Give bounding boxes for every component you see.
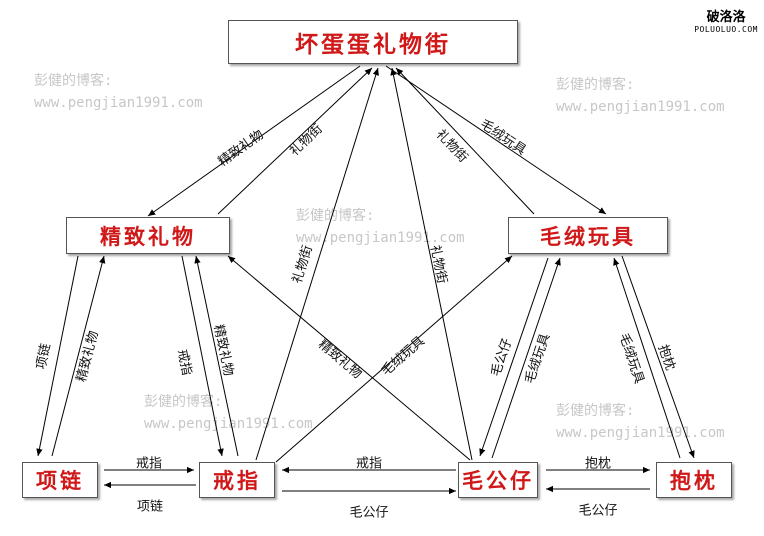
node-teddy[interactable]: 毛公仔: [458, 462, 538, 498]
edge-label: 戒指: [136, 456, 163, 472]
edge-arrow: [385, 65, 607, 215]
edge-arrow: [36, 255, 79, 457]
edge-arrow: [255, 67, 379, 461]
site-logo-name: 破洛洛: [706, 10, 746, 25]
watermark-url: www.pengjian1991.com: [556, 99, 725, 115]
watermark-url: www.pengjian1991.com: [296, 230, 465, 246]
edge-arrow: [275, 255, 513, 463]
watermark-url: www.pengjian1991.com: [556, 425, 725, 441]
watermark-title: 彭健的博客:: [144, 394, 223, 410]
edge-arrow: [227, 255, 471, 461]
watermark-title: 彭健的博客:: [296, 208, 375, 224]
edge-arrow: [217, 67, 373, 215]
edge-arrow: [390, 67, 473, 461]
watermark-url: www.pengjian1991.com: [34, 95, 203, 111]
watermark-center: 彭健的博客: www.pengjian1991.com: [296, 205, 465, 249]
watermark-title: 彭健的博客:: [556, 403, 635, 419]
edge-arrow: [491, 257, 561, 459]
site-logo-domain: POLUOLUO.COM: [694, 25, 758, 34]
edge-label: 抱枕: [585, 456, 612, 472]
watermark-title: 彭健的博客:: [34, 73, 113, 89]
edge-arrow: [621, 255, 695, 459]
watermark-top-left: 彭健的博客: www.pengjian1991.com: [34, 70, 203, 114]
node-necklace[interactable]: 项链: [22, 462, 98, 498]
edge-label: 毛公仔: [349, 505, 389, 521]
edge-label: 戒指: [356, 456, 383, 472]
watermark-url: www.pengjian1991.com: [144, 416, 313, 432]
edge-arrow: [51, 255, 106, 457]
edge-label: 毛公仔: [578, 503, 618, 519]
edge-arrow: [147, 65, 361, 217]
edge-arrow: [479, 257, 549, 457]
edge-label: 项链: [137, 499, 164, 515]
node-bad-egg-gift-street[interactable]: 坏蛋蛋礼物街: [228, 20, 518, 64]
edge-arrow: [194, 255, 239, 457]
watermark-title: 彭健的博客:: [556, 77, 635, 93]
edge-arrow: [181, 255, 224, 457]
watermark-top-right: 彭健的博客: www.pengjian1991.com: [556, 74, 725, 118]
edge-arrow: [613, 257, 681, 459]
node-ring[interactable]: 戒指: [199, 462, 275, 498]
watermark-bottom-left: 彭健的博客: www.pengjian1991.com: [144, 391, 313, 435]
node-fine-gifts[interactable]: 精致礼物: [66, 217, 230, 254]
node-plush-toys[interactable]: 毛绒玩具: [508, 217, 668, 254]
edge-arrow: [395, 67, 535, 215]
watermark-bottom-right: 彭健的博客: www.pengjian1991.com: [556, 400, 725, 444]
node-pillow[interactable]: 抱枕: [656, 462, 732, 498]
site-logo: 破洛洛 POLUOLUO.COM: [694, 6, 758, 34]
